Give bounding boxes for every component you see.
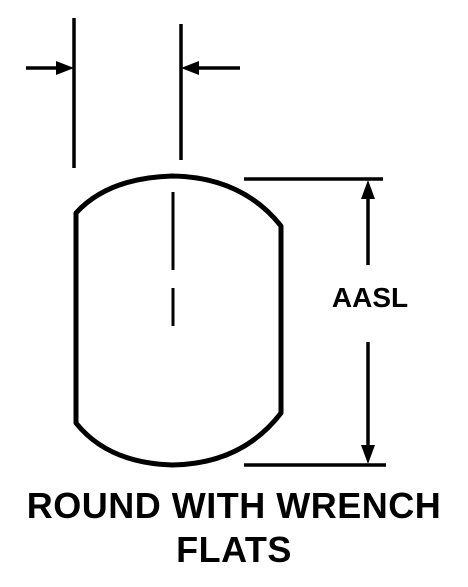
down-dimension-arrow — [361, 342, 375, 464]
part-outline — [73, 173, 284, 468]
right-dimension-arrow — [181, 61, 240, 75]
dimension-label: AASL — [332, 282, 408, 313]
drawing-caption: ROUND WITH WRENCH FLATS — [0, 484, 468, 572]
up-dimension-arrow — [361, 180, 375, 265]
left-dimension-arrow — [26, 61, 74, 75]
caption-line-2: FLATS — [176, 529, 292, 570]
caption-line-1: ROUND WITH WRENCH — [26, 485, 442, 526]
